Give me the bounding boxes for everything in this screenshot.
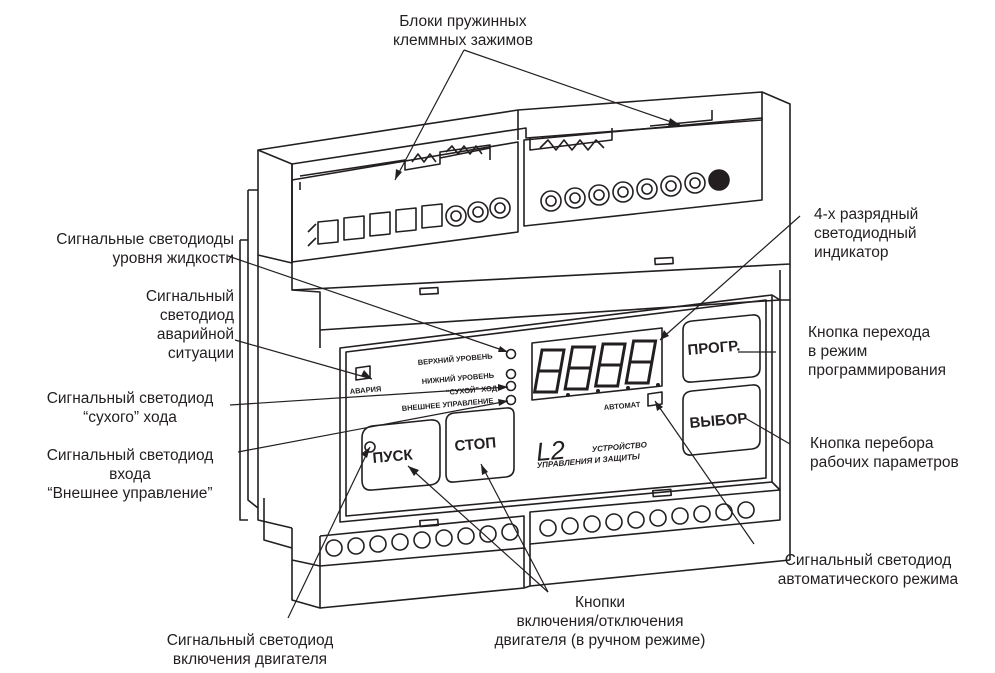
leader-dry-run-led bbox=[229, 386, 509, 406]
seven-segment-digit-icon bbox=[624, 339, 658, 385]
leader-motor-on-led bbox=[287, 446, 371, 619]
callout-alarm-led: Сигнальный светодиод аварийной ситуации bbox=[145, 288, 234, 362]
callout-prog-button: Кнопка перехода в режим программирования bbox=[808, 324, 947, 379]
leader-alarm-led bbox=[234, 339, 373, 380]
bottom-screws-right bbox=[539, 501, 755, 537]
body-slot bbox=[419, 286, 439, 296]
select-button[interactable] bbox=[682, 384, 761, 456]
auto-led-icon bbox=[647, 391, 663, 407]
seven-segment-digit-icon bbox=[532, 348, 566, 394]
callout-dry-run-led: Сигнальный светодиод “сухого” хода bbox=[46, 390, 214, 426]
stop-button-label: СТОП bbox=[454, 434, 497, 455]
leader-level-leds bbox=[227, 255, 509, 353]
body-slot bbox=[419, 518, 439, 528]
leader-arrowheads bbox=[361, 118, 680, 476]
led-display bbox=[531, 327, 663, 401]
callout-motor-buttons: Кнопки включения/отключения двигателя (в… bbox=[494, 594, 706, 649]
led-lower-level-icon bbox=[505, 368, 517, 380]
panel-label-alarm: АВАРИЯ bbox=[349, 384, 381, 396]
led-external-control-icon bbox=[505, 394, 517, 406]
device-body bbox=[239, 189, 791, 560]
callout-motor-on-led: Сигнальный светодиод включения двигателя bbox=[166, 632, 334, 668]
prog-button-label: ПРОГР. bbox=[687, 337, 741, 359]
leader-lines bbox=[227, 49, 801, 619]
start-button-label: ПУСК bbox=[372, 446, 414, 467]
panel-label-upper-level: ВЕРХНИЙ УРОВЕНЬ bbox=[417, 351, 493, 367]
select-button-label: ВЫБОР bbox=[689, 410, 748, 432]
callout-auto-mode-led: Сигнальный светодиод автоматического реж… bbox=[777, 552, 959, 588]
leader-auto-led bbox=[654, 400, 755, 545]
terminal-screw-icon bbox=[467, 201, 489, 223]
callout-terminal-blocks: Блоки пружинных клеммных зажимов bbox=[393, 13, 533, 49]
leader-terminal-right bbox=[463, 49, 681, 126]
leader-stop-button bbox=[480, 463, 549, 593]
terminal-screw-icon bbox=[445, 205, 467, 227]
terminal-screws-left bbox=[307, 197, 511, 247]
stop-button[interactable] bbox=[445, 407, 515, 483]
leader-start-button bbox=[407, 465, 549, 593]
seven-segment-digits bbox=[532, 339, 658, 394]
body-slot bbox=[652, 488, 672, 498]
device-logo: L2 bbox=[535, 435, 567, 467]
led-dry-run-icon bbox=[505, 380, 517, 392]
display-dots bbox=[566, 383, 660, 397]
terminal-block-right bbox=[523, 117, 763, 227]
terminal-screw-icon bbox=[489, 197, 511, 219]
callout-external-control-led: Сигнальный светодиод входа “Внешнее упра… bbox=[46, 447, 214, 502]
callout-level-leds: Сигнальные светодиоды уровня жидкости bbox=[56, 231, 234, 267]
leader-display bbox=[659, 215, 801, 341]
prog-button[interactable] bbox=[682, 314, 761, 383]
bottom-terminal-housing bbox=[291, 488, 791, 609]
seven-segment-digit-icon bbox=[593, 342, 627, 388]
leader-terminal-left bbox=[394, 49, 465, 181]
led-upper-level-icon bbox=[505, 348, 517, 360]
bottom-screws-left bbox=[325, 523, 519, 557]
callout-select-button: Кнопка перебора рабочих параметров bbox=[810, 435, 959, 471]
leader-select-button bbox=[744, 417, 791, 445]
terminal-screws-right bbox=[540, 169, 730, 212]
body-slot bbox=[654, 256, 674, 266]
motor-on-led-icon bbox=[364, 441, 376, 453]
front-panel bbox=[339, 294, 781, 523]
seven-segment-digit-icon bbox=[563, 345, 597, 391]
panel-label-auto: АВТОМАТ bbox=[603, 400, 641, 412]
callout-display: 4-х разрядный светодиодный индикатор bbox=[814, 206, 919, 261]
leader-external-control-led bbox=[237, 400, 509, 453]
logo-line-1: УСТРОЙСТВО bbox=[591, 440, 648, 454]
terminal-block-left bbox=[291, 141, 519, 263]
